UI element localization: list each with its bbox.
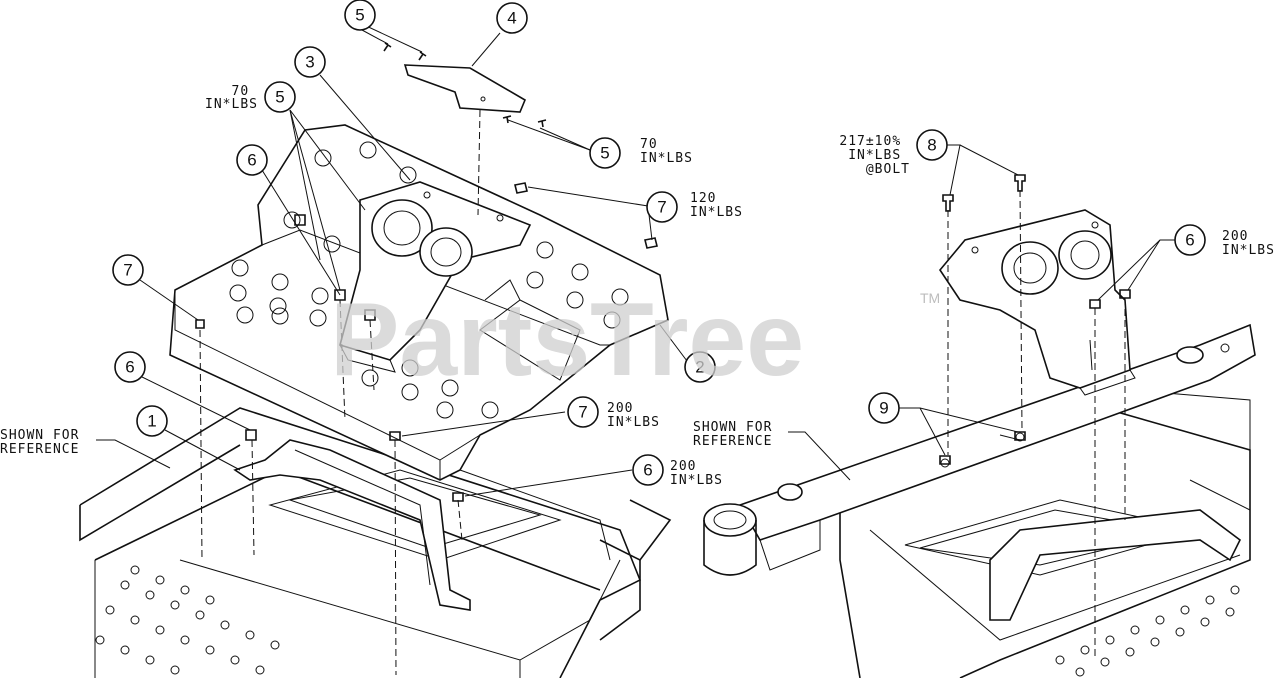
right-fasteners (939, 174, 1131, 465)
svg-text:2: 2 (695, 358, 704, 377)
torque-5c: 70 IN*LBS (640, 137, 693, 166)
callout-6d: 6 (1174, 224, 1206, 256)
callout-4: 4 (496, 2, 528, 34)
svg-text:6: 6 (1185, 231, 1194, 250)
left-frame-reference (79, 407, 672, 679)
svg-text:6: 6 (125, 358, 134, 377)
svg-text:1: 1 (147, 412, 156, 431)
callout-9: 9 (868, 392, 900, 424)
left-reference-note: SHOWN FOR REFERENCE (0, 428, 88, 457)
right-leaders (788, 144, 1175, 481)
svg-text:5: 5 (600, 144, 609, 163)
right-crossbar (703, 323, 1256, 576)
left-leaders (96, 23, 691, 497)
plate-holes (229, 141, 629, 419)
watermark-text: PartsTree (330, 282, 804, 398)
svg-text:6: 6 (247, 151, 256, 170)
callout-7a: 7 (112, 254, 144, 286)
callout-6c: 6 (632, 454, 664, 486)
svg-text:9: 9 (879, 399, 888, 418)
callout-5a: 5 (264, 81, 296, 113)
floor-plate-holes (95, 565, 280, 675)
callout-1: 1 (136, 405, 168, 437)
right-assembly: 6 8 9 217±10% IN*LBS @BOLT 200 IN*LBS SH… (693, 129, 1275, 679)
torque-8: 217±10% IN*LBS @BOLT (839, 134, 910, 177)
torque-7c: 200 IN*LBS (607, 401, 660, 430)
watermark: PartsTree TM (330, 282, 940, 398)
callout-6b: 6 (114, 351, 146, 383)
callout-7b: 7 (646, 191, 678, 223)
part-4-cover (403, 64, 527, 113)
callout-2: 2 (684, 351, 716, 383)
svg-text:7: 7 (578, 403, 587, 422)
left-assembly-lines (199, 109, 481, 676)
svg-text:5: 5 (275, 88, 284, 107)
torque-5a: 70 IN*LBS (205, 84, 258, 112)
svg-text:5: 5 (355, 6, 364, 25)
svg-text:8: 8 (927, 136, 936, 155)
callout-8: 8 (916, 129, 948, 161)
svg-text:7: 7 (123, 261, 132, 280)
right-upper-bracket (939, 209, 1136, 396)
callout-5b: 5 (344, 0, 376, 31)
callout-5c: 5 (589, 137, 621, 169)
svg-text:7: 7 (657, 198, 666, 217)
watermark-tm: TM (920, 290, 940, 306)
left-assembly: 1 2 3 4 5 5 5 6 6 6 7 7 7 70 IN*LBS 70 I… (0, 0, 743, 679)
part-3-seat-bracket (339, 181, 532, 373)
torque-6d: 200 IN*LBS (1222, 229, 1275, 258)
torque-7b: 120 IN*LBS (690, 191, 743, 220)
callout-6a: 6 (236, 144, 268, 176)
svg-text:3: 3 (305, 53, 314, 72)
callout-7c: 7 (567, 396, 599, 428)
right-floor-holes (1055, 585, 1240, 677)
svg-text:4: 4 (507, 9, 516, 28)
svg-text:6: 6 (643, 461, 652, 480)
callout-3: 3 (294, 46, 326, 78)
torque-6c: 200 IN*LBS (670, 459, 723, 488)
right-reference-note: SHOWN FOR REFERENCE (693, 420, 781, 449)
right-assembly-lines (947, 189, 1126, 660)
